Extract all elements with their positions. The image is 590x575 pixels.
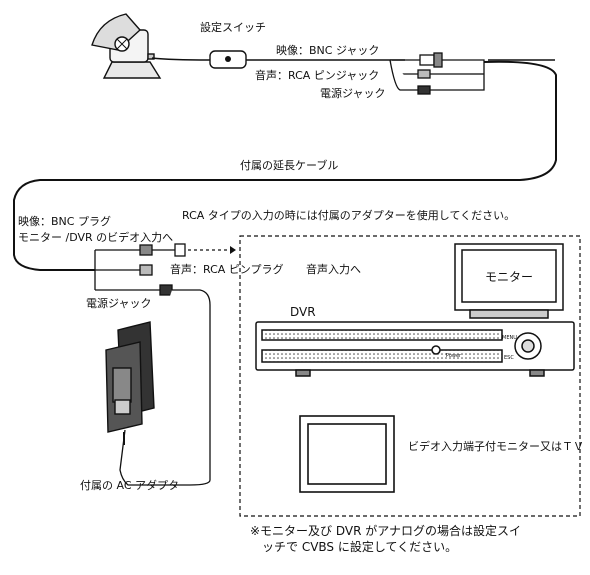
footnote-line1: ※モニター及び DVR がアナログの場合は設定スイ <box>250 524 522 538</box>
settings-switch-label: 設定スイッチ <box>200 21 266 34</box>
ac-adapter-icon <box>105 321 155 445</box>
audio-input-label: 音声入力へ <box>306 263 361 276</box>
power-jack-top-label: 電源ジャック <box>320 87 386 100</box>
dvr-icon <box>255 321 575 377</box>
monitor-screen-label: モニター <box>484 270 533 284</box>
monitor-dvr-video-in-label: モニター /DVR のビデオ入力へ <box>18 231 174 244</box>
camera-cable <box>151 57 211 61</box>
ac-adapter-label: 付属の AC アダプター <box>80 479 191 492</box>
dvr-power-label: Power <box>446 353 462 359</box>
footnote: ※モニター及び DVR がアナログの場合は設定スイ ッチで CVBS に設定して… <box>250 524 580 555</box>
extension-cable-label: 付属の延長ケーブル <box>240 159 339 172</box>
top-connectors <box>389 52 485 95</box>
dvr-label: DVR <box>290 305 316 319</box>
rca-adapter-note: RCA タイプの入力の時には付属のアダプターを使用してください。 <box>182 209 516 222</box>
equipment-enclosure <box>239 235 581 517</box>
camera-icon <box>91 13 162 79</box>
dvr-esc-label: ESC <box>504 355 514 361</box>
audio-rca-pin-jack-label: 音声：RCA ピンジャック <box>255 69 380 82</box>
monitor-icon <box>454 243 564 319</box>
tv-icon <box>299 415 395 493</box>
video-bnc-plug-label: 映像：BNC プラグ <box>18 215 111 228</box>
footnote-line2: ッチで CVBS に設定してください。 <box>262 539 458 554</box>
dvr-menu-label: MENU <box>502 335 517 341</box>
extension-cable <box>13 60 557 271</box>
power-jack-bottom-label: 電源ジャック <box>86 297 152 310</box>
video-bnc-jack-label: 映像：BNC ジャック <box>276 44 380 57</box>
video-in-monitor-tv-label: ビデオ入力端子付モニター又はＴＶ <box>408 440 584 453</box>
audio-rca-pin-plug-label: 音声：RCA ピンプラグ <box>170 263 284 276</box>
bottom-connectors <box>94 243 211 486</box>
